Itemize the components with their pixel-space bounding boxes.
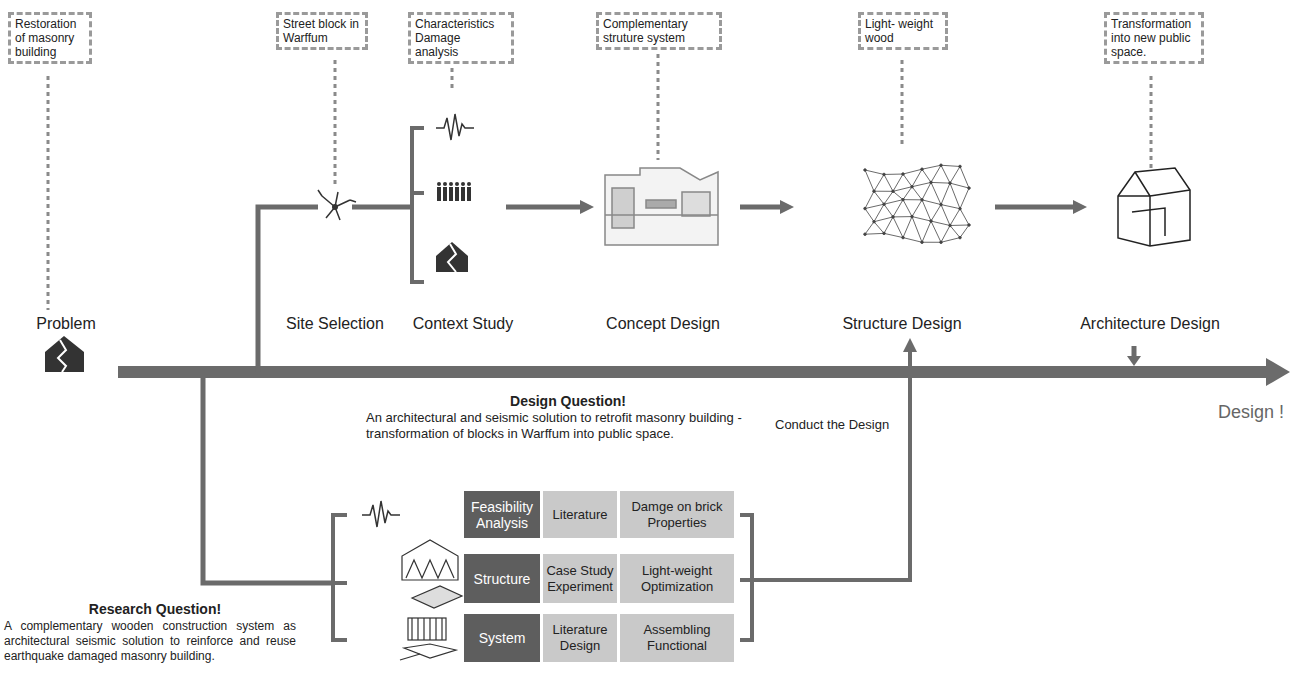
topic-box: Case Study Experiment bbox=[543, 554, 617, 603]
diagram-label: An architectural and seismic solution to… bbox=[366, 410, 798, 442]
box-text: Assembling Functional bbox=[623, 622, 731, 654]
diagram-label: Context Study bbox=[403, 315, 523, 333]
box-text: Street block in Warffum bbox=[283, 17, 361, 45]
callout-box: Complementary struture system bbox=[596, 12, 722, 50]
diagram-label: A complementary wooden construction syst… bbox=[4, 619, 296, 664]
leader-lines bbox=[48, 54, 1151, 310]
callout-box: Street block in Warffum bbox=[276, 12, 368, 50]
diagram-label: Site Selection bbox=[275, 315, 395, 333]
topic-box: Literature bbox=[543, 491, 617, 538]
box-text: Transformation into new public space. bbox=[1111, 17, 1197, 59]
box-text: Restoration of masonry building bbox=[15, 17, 85, 59]
callout-box: Characteristics Damage analysis bbox=[408, 12, 514, 64]
diagram-label: Conduct the Design bbox=[775, 417, 905, 432]
diagram-label: Problem bbox=[20, 315, 112, 333]
box-text: Literature bbox=[553, 507, 608, 523]
box-text: Light-weight Optimization bbox=[623, 563, 731, 595]
diagram-label: Design ! bbox=[1218, 402, 1292, 423]
box-text: Structure bbox=[474, 571, 531, 587]
box-text: System bbox=[479, 630, 526, 646]
callout-box: Transformation into new public space. bbox=[1104, 12, 1204, 64]
icons bbox=[45, 114, 1190, 660]
box-text: Light- weight wood bbox=[865, 17, 941, 45]
topic-box: Damge on brick Properties bbox=[620, 491, 734, 538]
box-text: Characteristics Damage analysis bbox=[415, 17, 507, 59]
diagram-label: Structure Design bbox=[832, 315, 972, 333]
diagram-label: Concept Design bbox=[598, 315, 728, 333]
topic-box: System bbox=[464, 614, 540, 662]
callout-box: Light- weight wood bbox=[858, 12, 948, 50]
box-text: Feasibility Analysis bbox=[467, 499, 537, 531]
topic-box: Structure bbox=[464, 554, 540, 603]
box-text: Literature Design bbox=[546, 622, 614, 654]
box-text: Case Study Experiment bbox=[546, 563, 614, 595]
box-text: Complementary struture system bbox=[603, 17, 715, 45]
diagram-label: Design Question! bbox=[468, 393, 668, 409]
topic-box: Light-weight Optimization bbox=[620, 554, 734, 603]
topic-box: Feasibility Analysis bbox=[464, 491, 540, 538]
diagram-label: Research Question! bbox=[70, 601, 240, 617]
flow-lines bbox=[118, 128, 1290, 640]
box-text: Damge on brick Properties bbox=[623, 499, 731, 531]
diagram-label: Architecture Design bbox=[1070, 315, 1230, 333]
topic-box: Assembling Functional bbox=[620, 614, 734, 662]
callout-box: Restoration of masonry building bbox=[8, 12, 92, 64]
topic-box: Literature Design bbox=[543, 614, 617, 662]
